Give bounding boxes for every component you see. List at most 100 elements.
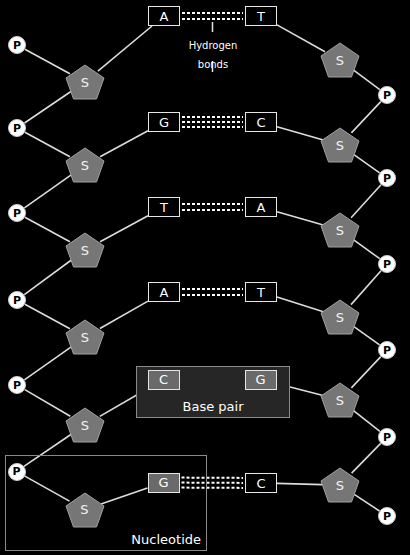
backbone-bond bbox=[25, 304, 70, 329]
sugar-letter: S bbox=[81, 419, 89, 432]
backbone-bond bbox=[24, 347, 71, 380]
bond-line bbox=[353, 410, 380, 431]
pentagon-shape bbox=[321, 468, 359, 502]
bond-line bbox=[25, 132, 70, 157]
sugar-pentagon: S bbox=[320, 382, 360, 418]
sugar-pentagon: S bbox=[320, 299, 360, 335]
backbone-bond bbox=[25, 92, 71, 124]
backbone-bond bbox=[354, 327, 380, 345]
base-letter: C bbox=[256, 116, 265, 129]
hydrogen-bond-line bbox=[182, 203, 243, 205]
pentagon-shape bbox=[321, 213, 359, 247]
sugar-pentagon: S bbox=[65, 492, 105, 528]
backbone-bond bbox=[351, 185, 381, 218]
sugar-letter: S bbox=[336, 394, 344, 407]
base-box: T bbox=[245, 282, 277, 302]
phosphate-letter: P bbox=[383, 90, 391, 101]
backbone-bond bbox=[353, 410, 380, 431]
bond-line bbox=[100, 216, 148, 242]
bond-line bbox=[101, 488, 148, 504]
phosphate-letter: P bbox=[383, 259, 391, 270]
base-letter: A bbox=[160, 10, 169, 23]
pentagon-shape bbox=[66, 233, 104, 267]
bond-line bbox=[277, 127, 323, 140]
sugar-letter: S bbox=[336, 139, 344, 152]
hydrogen-bond-line bbox=[182, 126, 243, 128]
sugar-pentagon: S bbox=[320, 212, 360, 248]
base-box: A bbox=[245, 197, 277, 217]
backbone-bond bbox=[100, 216, 148, 242]
backbone-bond bbox=[277, 297, 323, 312]
sugar-pentagon: S bbox=[320, 127, 360, 163]
bond-line bbox=[354, 70, 380, 90]
pentagon-shape bbox=[321, 43, 359, 77]
bond-line bbox=[25, 49, 70, 74]
base-letter: G bbox=[159, 116, 169, 129]
group-box: Base pairCG bbox=[136, 366, 290, 418]
phosphate-circle: P bbox=[8, 36, 26, 54]
backbone-bond bbox=[277, 25, 325, 52]
backbone-bond bbox=[100, 301, 148, 328]
bond-line bbox=[351, 271, 381, 305]
base-letter: T bbox=[160, 201, 168, 214]
phosphate-circle: P bbox=[378, 507, 396, 525]
hydrogen-bond bbox=[182, 13, 243, 19]
backbone-bond bbox=[24, 260, 71, 295]
phosphate-circle: P bbox=[378, 341, 396, 359]
sugar-letter: S bbox=[81, 159, 89, 172]
base-box: T bbox=[245, 6, 277, 26]
hydrogen-bond-line bbox=[182, 288, 243, 290]
backbone-bond bbox=[101, 488, 148, 504]
base-letter: T bbox=[257, 286, 265, 299]
sugar-pentagon: S bbox=[65, 64, 105, 100]
sugar-pentagon: S bbox=[320, 42, 360, 78]
bond-line bbox=[277, 297, 323, 312]
phosphate-letter: P bbox=[383, 432, 391, 443]
phosphate-circle: P bbox=[8, 291, 26, 309]
phosphate-letter: P bbox=[13, 40, 21, 51]
backbone-bond bbox=[25, 390, 71, 417]
backbone-bond bbox=[25, 49, 70, 74]
phosphate-circle: P bbox=[378, 255, 396, 273]
base-box: G bbox=[148, 473, 180, 493]
bond-line bbox=[351, 357, 380, 388]
base-letter: G bbox=[255, 373, 265, 386]
bond-line bbox=[98, 26, 152, 71]
phosphate-circle: P bbox=[378, 169, 396, 187]
backbone-bond bbox=[24, 476, 69, 501]
phosphate-circle: P bbox=[8, 119, 26, 137]
backbone-bond bbox=[24, 435, 71, 467]
bond-line bbox=[354, 240, 380, 259]
sugar-letter: S bbox=[81, 244, 89, 257]
phosphate-circle: P bbox=[8, 204, 26, 222]
backbone-bond bbox=[351, 357, 380, 388]
phosphate-letter: P bbox=[383, 345, 391, 356]
backbone-bond bbox=[354, 494, 379, 511]
backbone-bond bbox=[100, 131, 148, 157]
sugar-letter: S bbox=[336, 54, 344, 67]
base-box: A bbox=[148, 6, 180, 26]
base-box: A bbox=[148, 282, 180, 302]
bond-line bbox=[25, 217, 70, 242]
phosphate-letter: P bbox=[13, 123, 21, 134]
hydrogen-bond bbox=[182, 478, 244, 488]
bond-line bbox=[352, 443, 381, 473]
hydrogen-bond-line bbox=[182, 116, 243, 118]
sugar-letter: S bbox=[336, 311, 344, 324]
hydrogen-bond bbox=[182, 117, 243, 127]
pentagon-shape bbox=[66, 408, 104, 442]
bond-line bbox=[277, 25, 325, 52]
bond-line bbox=[100, 131, 148, 157]
backbone-bond bbox=[277, 127, 323, 140]
group-label: Nucleotide bbox=[131, 533, 206, 550]
sugar-pentagon: S bbox=[65, 319, 105, 355]
leader-line bbox=[212, 22, 214, 32]
bond-line bbox=[351, 185, 381, 218]
hydrogen-bond-line bbox=[182, 482, 244, 484]
sugar-letter: S bbox=[80, 503, 88, 516]
sugar-pentagon: S bbox=[65, 147, 105, 183]
sugar-letter: S bbox=[336, 224, 344, 237]
bond-line bbox=[277, 212, 323, 225]
backbone-bond bbox=[354, 240, 380, 259]
